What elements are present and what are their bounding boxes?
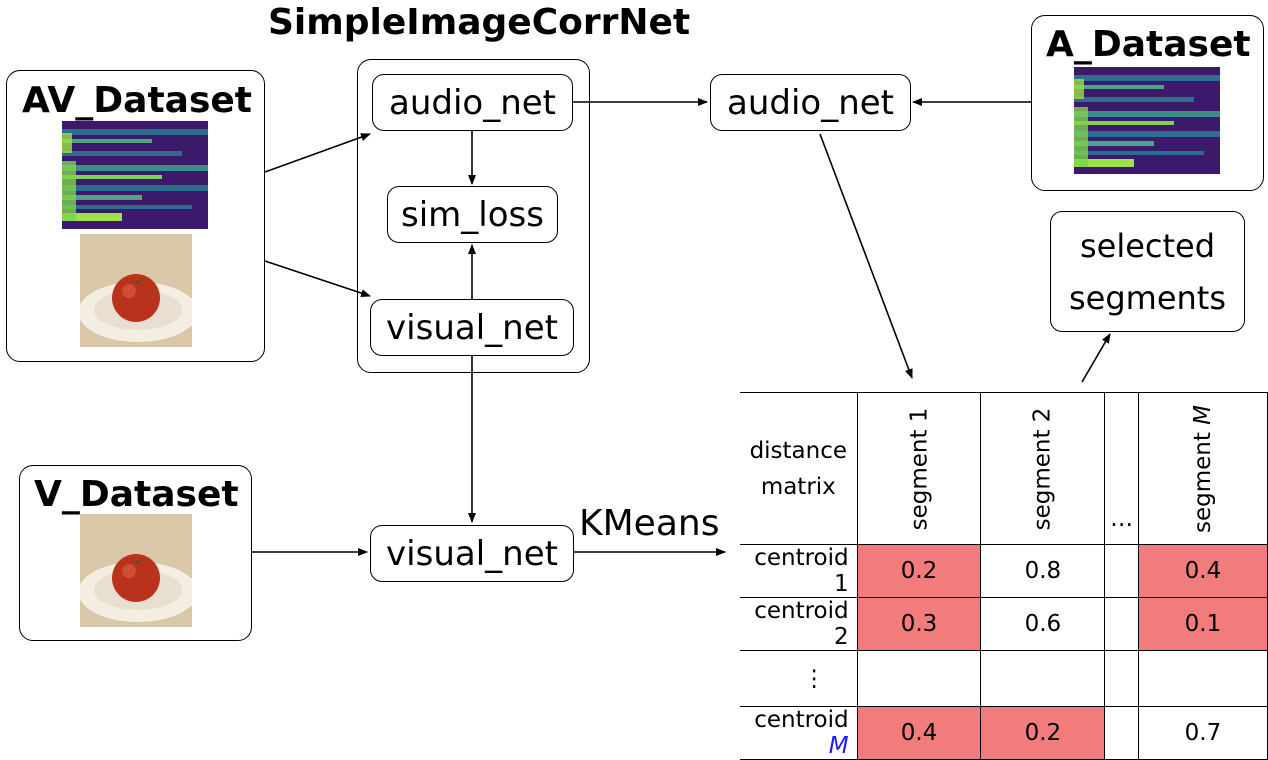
visual-net-outer-node: visual_net: [370, 525, 574, 582]
column-header-ellipsis: …: [1104, 392, 1139, 545]
row-label-ellipsis: ⋮: [740, 650, 858, 707]
audio-net-outer-node: audio_net: [710, 74, 911, 131]
row-label-italic-m: M: [828, 733, 849, 759]
table-row: ⋮: [740, 650, 1268, 707]
matrix-cell: [1104, 544, 1139, 598]
arrow-av-to-audio-net: [264, 133, 371, 173]
arrow-matrix-to-selected: [1081, 333, 1111, 383]
arrow-audio-net-to-matrix: [819, 133, 913, 379]
av-dataset-title: AV_Dataset: [22, 80, 253, 121]
matrix-cell: 0.4: [1137, 544, 1268, 598]
arrows-overlay: [252, 98, 1111, 556]
column-header-segment-2: segment 2: [980, 392, 1106, 545]
row-label: centroid 1: [740, 544, 858, 598]
distance-matrix-label-line1: distance: [749, 437, 848, 464]
matrix-cell: [980, 650, 1106, 707]
matrix-cell: 0.6: [980, 597, 1106, 651]
selected-segments-line1: selected: [1079, 226, 1216, 265]
av-spectrogram-image: [62, 121, 208, 229]
sim-loss-node: sim_loss: [387, 186, 558, 243]
model-title: SimpleImageCorrNet: [268, 2, 691, 43]
column-header-segment-1: segment 1: [856, 392, 982, 545]
selected-segments-line2: segments: [1068, 278, 1227, 317]
matrix-cell: [856, 650, 982, 707]
distance-matrix-header-row: distance matrix segment 1 segment 2 … se…: [740, 392, 1268, 545]
matrix-cell: 0.3: [856, 597, 982, 651]
a-dataset-title: A_Dataset: [1046, 24, 1251, 65]
matrix-cell: [1137, 650, 1268, 707]
v-dataset-title: V_Dataset: [34, 474, 239, 515]
distance-matrix-label-line2: matrix: [760, 473, 836, 500]
kmeans-label: KMeans: [579, 503, 720, 544]
matrix-cell: 0.8: [980, 544, 1106, 598]
table-row: centroid 1 0.2 0.8 0.4: [740, 544, 1268, 598]
row-label: centroid 2: [740, 597, 858, 651]
visual-net-inner-node: visual_net: [370, 299, 574, 356]
v-tomato-image: [80, 514, 192, 627]
column-header-label: …: [1110, 506, 1134, 532]
av-tomato-image: [80, 234, 192, 347]
column-header-segment-m: segment M: [1137, 392, 1268, 545]
distance-matrix-label-cell: distance matrix: [740, 392, 858, 545]
a-spectrogram-image: [1074, 67, 1220, 174]
arrow-av-to-visual-net: [264, 260, 371, 297]
audio-net-inner-node: audio_net: [372, 74, 573, 131]
selected-segments-node: selected segments: [1050, 211, 1245, 332]
matrix-cell: 0.2: [856, 544, 982, 598]
